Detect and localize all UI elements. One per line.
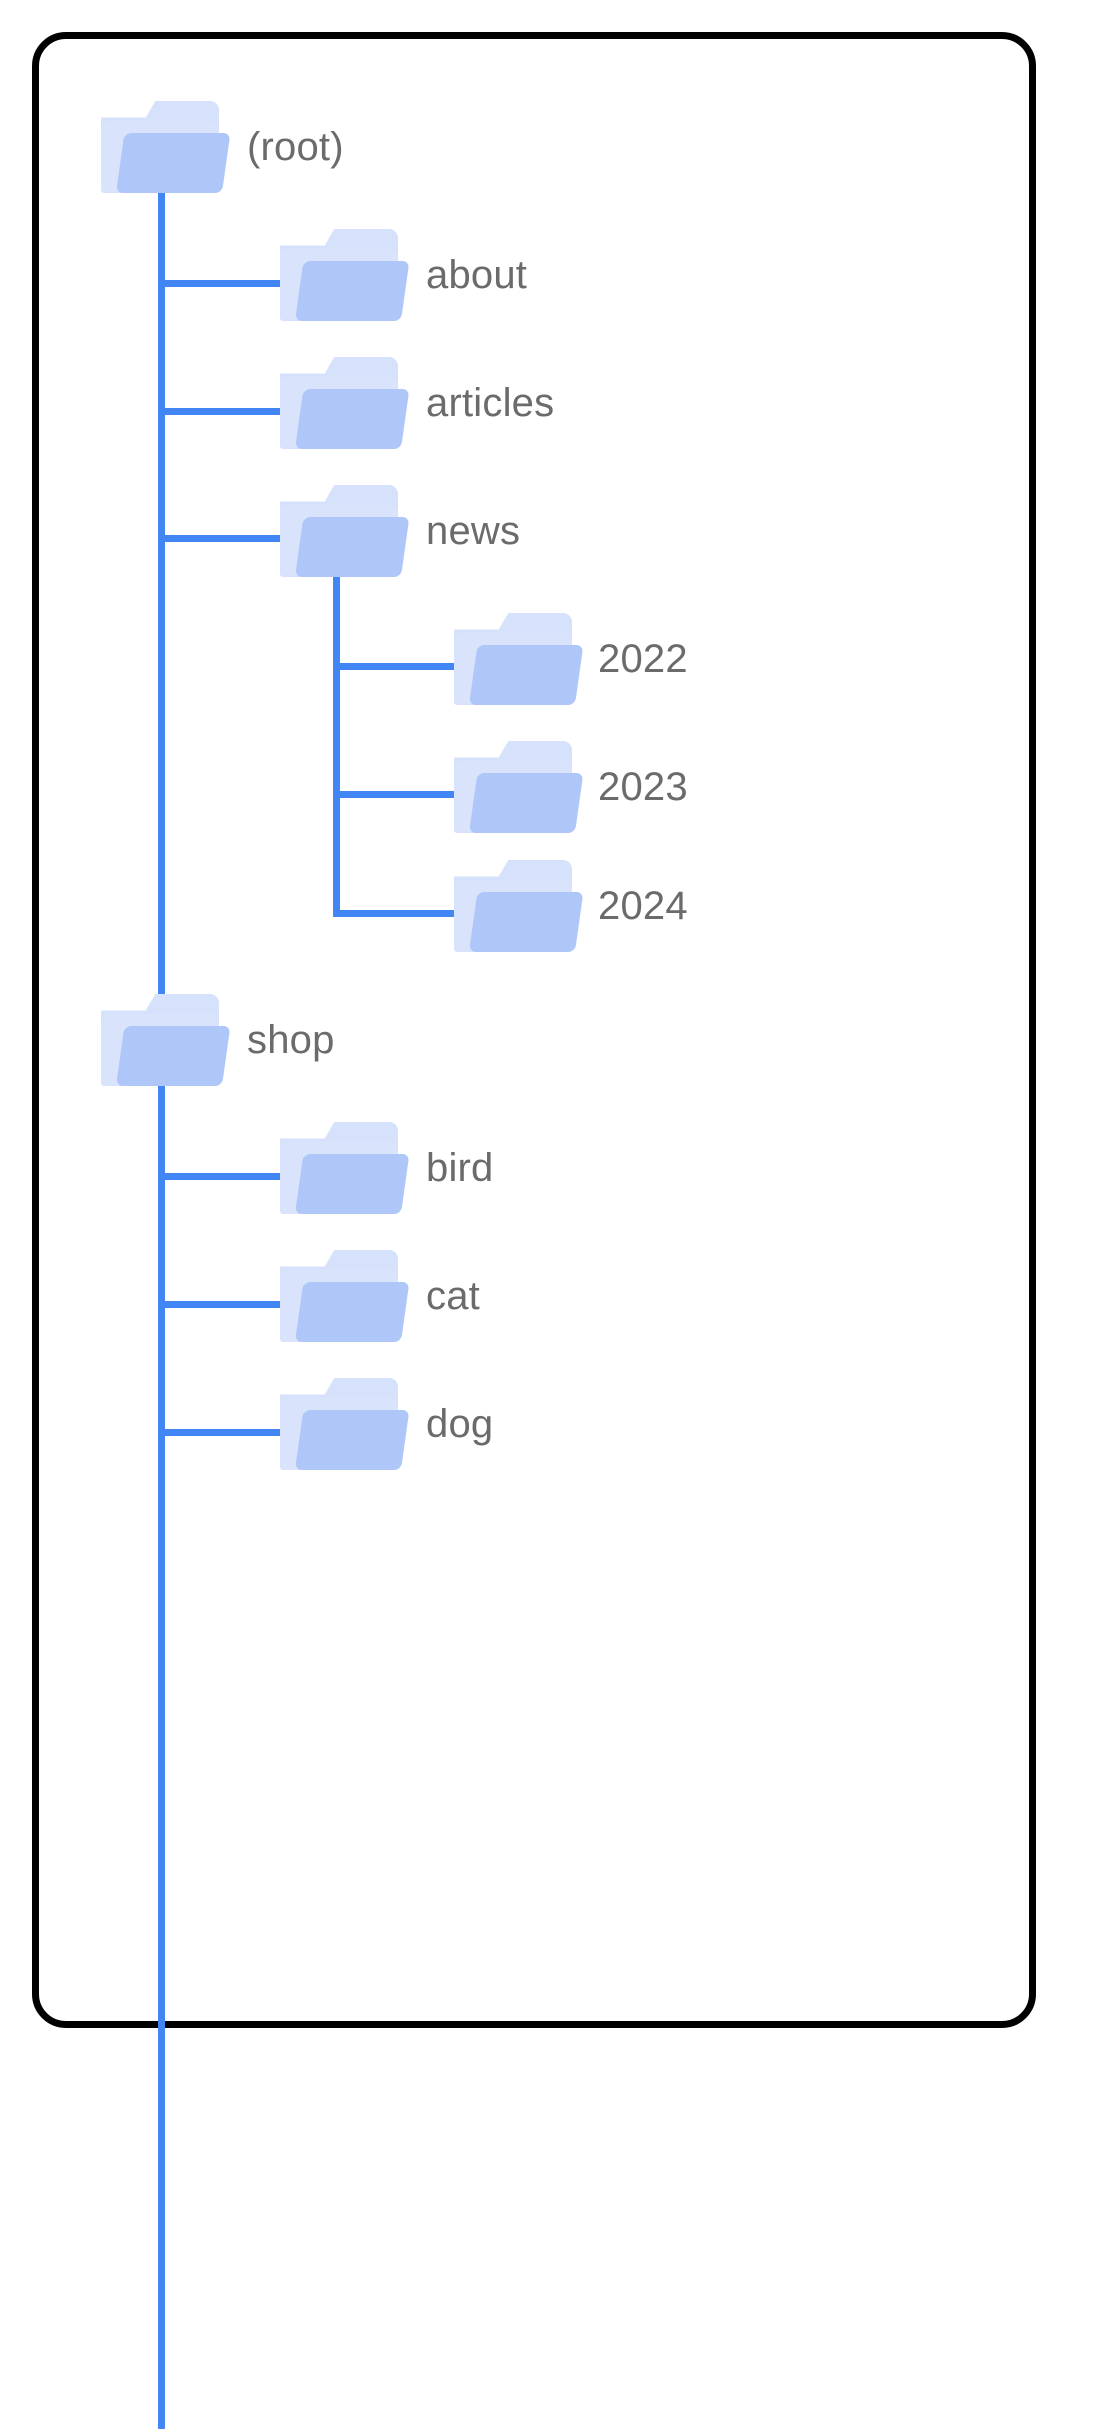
tree-node-label: dog xyxy=(426,1401,494,1446)
tree-node-root[interactable]: (root) xyxy=(101,101,344,193)
connector-shop-spine xyxy=(158,1059,165,2429)
tree-node-label: about xyxy=(426,252,528,297)
tree-node-articles[interactable]: articles xyxy=(280,357,554,449)
folder-icon xyxy=(280,485,410,577)
tree-node-label: 2022 xyxy=(598,636,688,681)
connector-news-2024 xyxy=(333,910,463,917)
tree-node-2023[interactable]: 2023 xyxy=(454,741,688,833)
tree-node-about[interactable]: about xyxy=(280,229,527,321)
folder-icon xyxy=(280,1122,410,1214)
folder-icon xyxy=(280,1378,410,1470)
tree-node-2022[interactable]: 2022 xyxy=(454,613,688,705)
folder-icon xyxy=(454,613,584,705)
connector-shop-bird xyxy=(158,1173,290,1180)
tree-node-label: news xyxy=(426,508,521,553)
tree-node-label: 2024 xyxy=(598,883,688,928)
folder-icon xyxy=(454,860,584,952)
folder-icon xyxy=(101,101,231,193)
tree-node-label: cat xyxy=(426,1273,480,1318)
folder-icon xyxy=(101,994,231,1086)
folder-icon xyxy=(280,1250,410,1342)
tree-node-label: articles xyxy=(426,380,555,425)
tree-node-shop[interactable]: shop xyxy=(101,994,335,1086)
tree-node-label: (root) xyxy=(247,124,344,169)
connector-shop-cat xyxy=(158,1301,290,1308)
tree-node-news[interactable]: news xyxy=(280,485,520,577)
folder-icon xyxy=(454,741,584,833)
connector-root-about xyxy=(158,280,290,287)
tree-node-2024[interactable]: 2024 xyxy=(454,860,688,952)
diagram-card: (root) about articles news xyxy=(32,32,1036,2429)
tree-node-dog[interactable]: dog xyxy=(280,1378,493,1470)
connector-shop-dog xyxy=(158,1429,290,1436)
tree-node-label: bird xyxy=(426,1145,494,1190)
connector-news-2022 xyxy=(333,663,463,670)
tree-node-label: shop xyxy=(247,1017,335,1062)
tree-node-cat[interactable]: cat xyxy=(280,1250,480,1342)
connector-news-spine xyxy=(333,569,340,917)
connector-root-news xyxy=(158,535,290,542)
connector-news-2023 xyxy=(333,791,463,798)
tree-node-bird[interactable]: bird xyxy=(280,1122,494,1214)
tree-node-label: 2023 xyxy=(598,764,688,809)
folder-icon xyxy=(280,357,410,449)
connector-root-articles xyxy=(158,408,290,415)
folder-tree: (root) about articles news xyxy=(39,39,1043,2429)
connector-root-spine xyxy=(158,187,165,1417)
folder-icon xyxy=(280,229,410,321)
